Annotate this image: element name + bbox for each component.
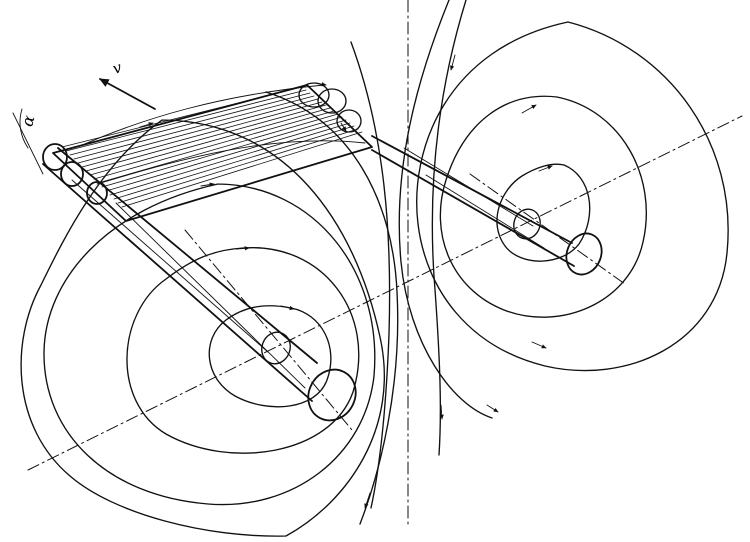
left-field-loop-1 [208, 305, 332, 408]
left-field-lines [20, 91, 399, 537]
sheet-strip-1 [61, 86, 303, 148]
right-field-loop-3 [416, 21, 729, 372]
sheet-top-arrow [314, 82, 327, 87]
left-field-loop-5 [265, 91, 399, 525]
angle-arc [19, 108, 29, 149]
sheet-top-loop-3 [336, 109, 362, 133]
left-conductor [42, 147, 357, 422]
left-conductor-inner-ring [261, 331, 291, 365]
left-arrow-2 [235, 246, 250, 251]
left-conductor-axis [184, 229, 353, 431]
right-conductor-helix-2 [425, 174, 545, 249]
right-field-loop-2 [439, 95, 647, 318]
sheet-strip-3 [69, 92, 311, 156]
field-plane-axis [27, 115, 743, 471]
center-axis-lines [27, 0, 743, 527]
right-conductor-inner-ring [513, 208, 541, 240]
right-arrow-2 [521, 104, 537, 114]
right-arrow-5 [439, 404, 444, 420]
right-arrow-4 [450, 54, 456, 71]
sheet-strip-14 [113, 125, 355, 200]
right-field-loop-5 [350, 41, 391, 509]
annotations [12, 78, 156, 175]
sheet-strip-13 [109, 122, 351, 196]
sheet-strip-5 [77, 98, 319, 164]
conductor-sheet-top-fold [79, 84, 325, 147]
sheet-top-loop-1 [298, 82, 330, 108]
right-conductor [371, 135, 603, 276]
right-field-loop-1 [496, 163, 591, 262]
left-conductor-helix-1 [71, 179, 269, 353]
sheet-side-arrow [340, 122, 347, 132]
left-conductor-lower-edge [42, 163, 313, 402]
sheet-strip-16 [121, 131, 363, 208]
sheet-strip-7 [85, 104, 327, 172]
right-field-loop-6 [431, 0, 467, 456]
sheet-strip-4 [73, 95, 315, 160]
sheet-strip-8 [89, 107, 331, 176]
sheet-strip-12 [105, 119, 347, 192]
angle-reference-line [12, 112, 44, 175]
sheet-strip-2 [65, 89, 307, 152]
conductor-sheet-outline [52, 84, 373, 222]
sheet-end-tube-1 [42, 143, 68, 171]
sheet-end-tube-3 [86, 181, 108, 205]
right-arrow-1 [538, 165, 553, 172]
left-conductor-upper-edge [57, 147, 318, 364]
velocity-arrow [99, 78, 156, 110]
left-field-loop-3 [43, 183, 376, 506]
sheet-top-loop-2 [317, 88, 347, 114]
left-field-loop-2 [126, 247, 360, 454]
right-conductor-helix-1 [403, 147, 534, 227]
right-conductor-end-face [565, 232, 603, 276]
conductor-sheet [42, 82, 373, 222]
left-arrow-1 [280, 305, 295, 311]
right-arrow-3 [531, 341, 547, 349]
right-conductor-lower-edge [371, 149, 575, 267]
left-arrow-4 [139, 122, 154, 128]
sheet-strip-15 [117, 128, 359, 204]
sheet-strip-11 [101, 116, 343, 188]
left-field-loop-4 [20, 119, 385, 537]
left-arrow-5 [364, 492, 371, 509]
right-arrow-6 [486, 404, 499, 413]
sheet-strip-6 [81, 101, 323, 168]
field-direction-arrows [139, 54, 553, 509]
left-conductor-helix-2 [115, 202, 306, 389]
right-field-lines [350, 0, 729, 509]
left-conductor-end-face [307, 368, 357, 422]
sheet-strip-9 [93, 110, 335, 180]
sheet-end-tube-2 [60, 161, 84, 187]
conductor-sheet-lower-fold [96, 140, 366, 185]
sheet-strip-10 [97, 113, 339, 184]
left-arrow-3 [200, 182, 215, 187]
right-field-loop-4 [398, 0, 493, 419]
